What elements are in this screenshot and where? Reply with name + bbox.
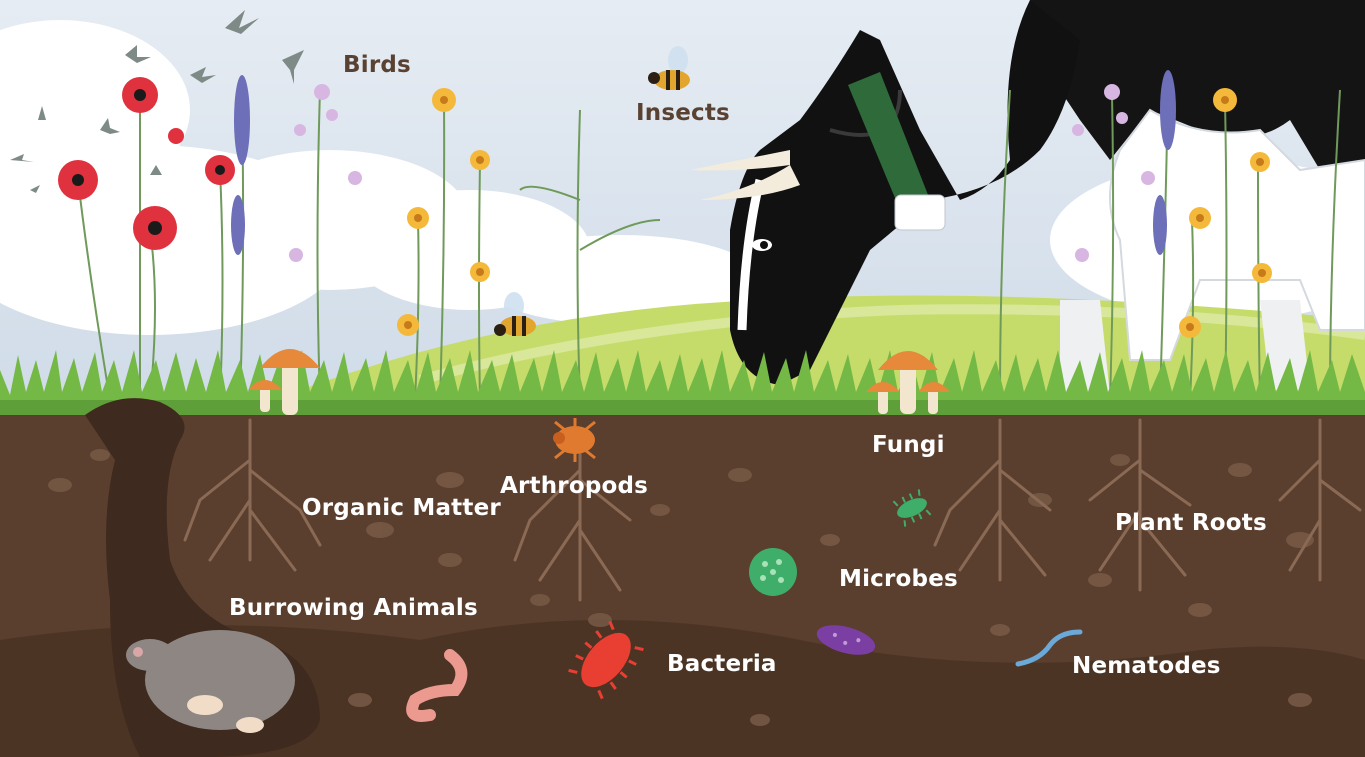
label-microbes: Microbes [839, 568, 958, 591]
label-arthropods: Arthropods [500, 475, 648, 498]
label-fungi: Fungi [872, 434, 945, 457]
label-bacteria: Bacteria [667, 653, 777, 676]
microbe-icon [749, 548, 797, 596]
label-plant-roots: Plant Roots [1115, 512, 1267, 535]
label-burrowing-animals: Burrowing Animals [229, 597, 478, 620]
label-nematodes: Nematodes [1072, 655, 1221, 678]
label-birds: Birds [343, 54, 411, 77]
label-organic-matter: Organic Matter [302, 497, 501, 520]
label-insects: Insects [636, 102, 730, 125]
